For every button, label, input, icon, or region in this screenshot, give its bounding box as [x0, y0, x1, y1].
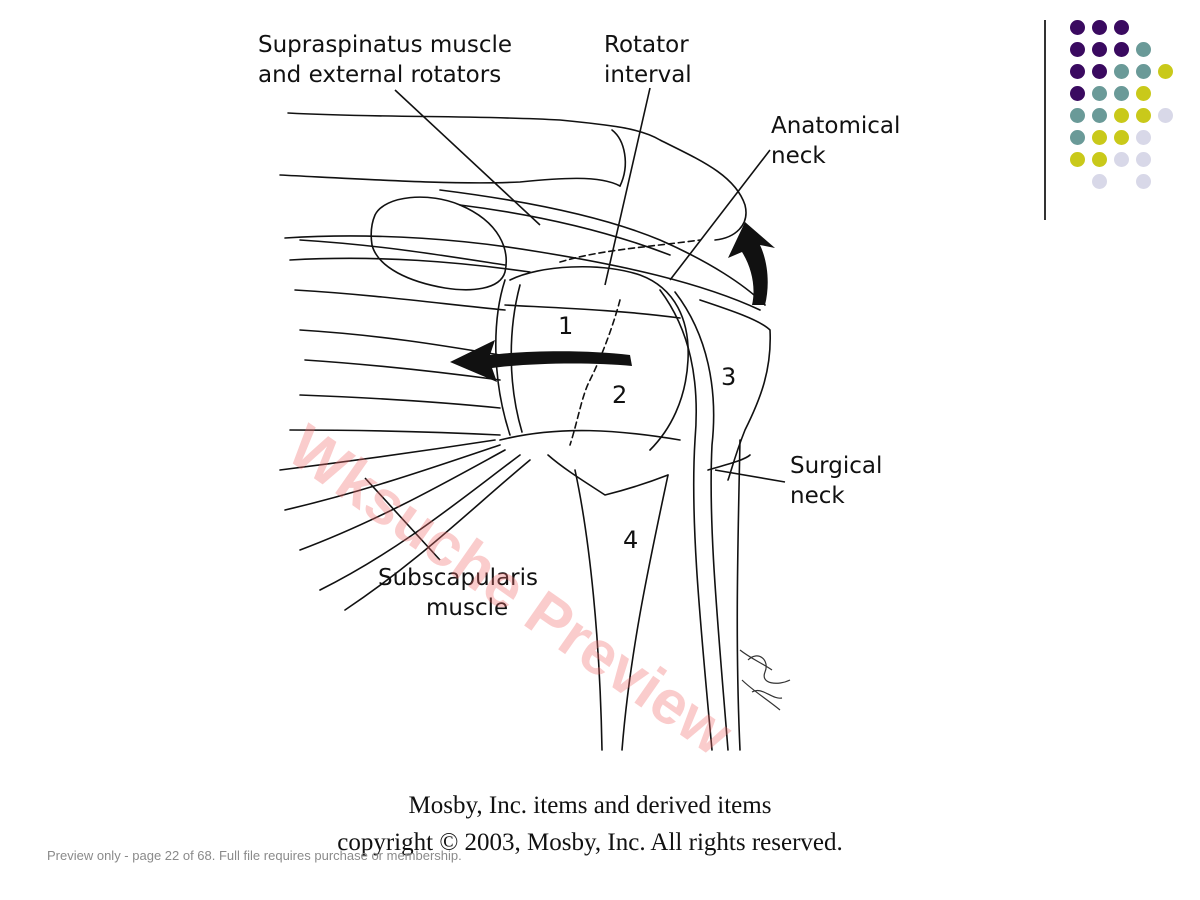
- illustrator-signature: [739, 649, 791, 711]
- label-supraspinatus-2: and external rotators: [258, 62, 501, 88]
- decorative-dot: [1136, 86, 1151, 101]
- decorative-dot: [1114, 20, 1129, 35]
- label-anatomical-1: Anatomical: [771, 113, 900, 139]
- fragment-3-outline: [699, 299, 772, 481]
- decorative-dot: [1070, 108, 1085, 123]
- decorative-dot: [1114, 86, 1129, 101]
- label-anatomical-2: neck: [771, 143, 826, 169]
- decorative-dot: [1070, 64, 1085, 79]
- preview-note: Preview only - page 22 of 68. Full file …: [47, 848, 462, 863]
- leader-anatomical-neck: [669, 149, 771, 281]
- decorative-dot: [1070, 152, 1085, 167]
- decorative-dot: [1092, 152, 1107, 167]
- medial-displacement-arrow: [450, 340, 632, 382]
- segment-number-1: 1: [558, 312, 573, 340]
- decorative-dot: [1092, 174, 1107, 189]
- decorative-dot: [1136, 108, 1151, 123]
- label-subscapularis-2: muscle: [426, 595, 508, 621]
- decorative-dot: [1092, 42, 1107, 57]
- fracture-line-anatomical: [569, 299, 621, 446]
- decorative-dot: [1114, 130, 1129, 145]
- leader-subscapularis: [364, 477, 441, 561]
- decorative-dot: [1114, 152, 1129, 167]
- decorative-dot: [1114, 42, 1129, 57]
- segment-number-2: 2: [612, 381, 627, 409]
- humeral-head-outline: [509, 265, 689, 451]
- coracoid-outline: [370, 196, 507, 291]
- decorative-dot: [1092, 86, 1107, 101]
- label-rotator-1: Rotator: [604, 32, 689, 58]
- decorative-dot: [1070, 86, 1085, 101]
- copyright-line-1: Mosby, Inc. items and derived items: [408, 792, 772, 819]
- copyright-line-2: copyright © 2003, Mosby, Inc. All rights…: [337, 829, 843, 856]
- label-rotator-2: interval: [604, 62, 692, 88]
- leader-rotator-interval: [604, 87, 651, 286]
- segment-number-3: 3: [721, 363, 736, 391]
- decorative-dot: [1136, 64, 1151, 79]
- label-subscapularis-1: Subscapularis: [378, 565, 538, 591]
- decorative-dot: [1114, 64, 1129, 79]
- decorative-dot-grid: [1040, 16, 1190, 226]
- label-surgical-2: neck: [790, 483, 845, 509]
- decorative-vertical-rule: [1044, 20, 1046, 220]
- decorative-dot: [1070, 20, 1085, 35]
- decorative-dot: [1092, 130, 1107, 145]
- leader-supraspinatus: [394, 89, 541, 226]
- decorative-dot: [1136, 152, 1151, 167]
- decorative-dot: [1092, 20, 1107, 35]
- superior-displacement-arrow: [728, 222, 775, 305]
- decorative-dot: [1158, 108, 1173, 123]
- acromion-outline: [287, 112, 747, 241]
- decorative-dot: [1136, 130, 1151, 145]
- decorative-dot: [1136, 42, 1151, 57]
- subscapularis-fibers: [299, 329, 501, 356]
- decorative-dot: [1114, 108, 1129, 123]
- biceps-tendon-outline: [659, 289, 713, 751]
- segment-number-4: 4: [623, 526, 638, 554]
- label-supraspinatus-1: Supraspinatus muscle: [258, 32, 512, 58]
- decorative-dot: [1092, 64, 1107, 79]
- supraspinatus-outline: [284, 235, 761, 311]
- leader-surgical-neck: [714, 469, 786, 483]
- clavicle-outline: [279, 174, 621, 187]
- decorative-dot: [1092, 108, 1107, 123]
- decorative-dot: [1070, 42, 1085, 57]
- decorative-dot: [1070, 130, 1085, 145]
- decorative-dot: [1136, 174, 1151, 189]
- fragment-4-outline: [547, 454, 669, 496]
- label-surgical-1: Surgical: [790, 453, 882, 479]
- decorative-dot: [1158, 64, 1173, 79]
